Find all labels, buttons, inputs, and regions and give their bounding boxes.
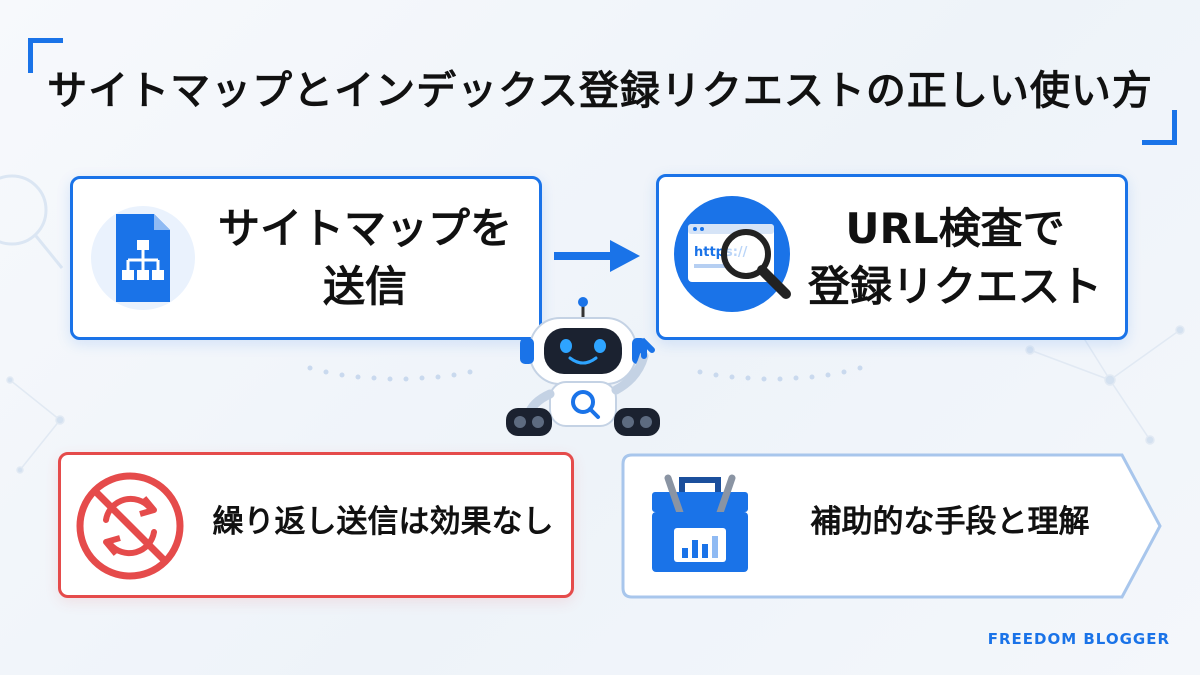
title-bracket-left <box>28 38 63 73</box>
auxiliary-card <box>621 453 1162 599</box>
sitemap-label-line1: サイトマップを <box>217 204 512 253</box>
sitemap-document-icon <box>91 206 195 310</box>
sitemap-card-label: サイトマップを 送信 <box>205 200 525 316</box>
sitemap-label-line2: 送信 <box>322 262 407 311</box>
title-bracket-right <box>1142 110 1177 145</box>
page-title: サイトマップとインデックス登録リクエストの正しい使い方 <box>47 68 1153 114</box>
repeat-card-label: 繰り返し送信は効果なし <box>212 504 554 540</box>
no-repeat-icon <box>76 472 184 580</box>
arrow-right-icon <box>554 240 640 272</box>
url-inspection-label-line2: 登録リクエスト <box>807 262 1102 311</box>
brand-logo-text: FREEDOM BLOGGER <box>987 630 1170 648</box>
url-inspection-card-label: URL検査で 登録リクエスト <box>790 200 1120 316</box>
browser-magnifier-icon: https:// <box>674 196 791 312</box>
auxiliary-card-label: 補助的な手段と理解 <box>810 504 1090 540</box>
url-inspection-label-line1: URL検査で <box>845 204 1065 253</box>
toolbox-icon <box>652 474 748 572</box>
search-robot-icon <box>506 297 660 436</box>
